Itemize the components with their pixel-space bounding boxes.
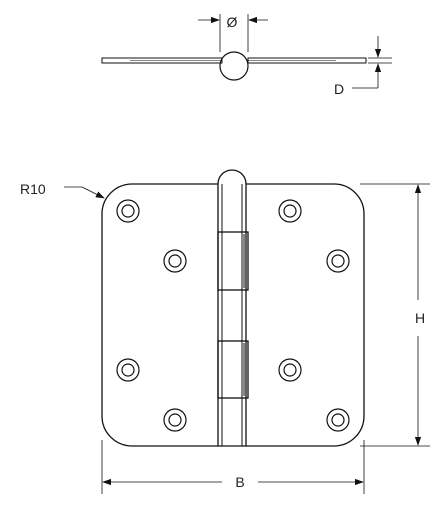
- leaf-right: [246, 183, 365, 447]
- screw-hole: [326, 249, 350, 273]
- screw-hole: [278, 199, 302, 223]
- screw-hole: [278, 358, 302, 382]
- knuckle-segment-2: [217, 340, 249, 399]
- screw-hole: [326, 408, 350, 432]
- radius-label: R10: [20, 181, 46, 197]
- height-label: H: [415, 310, 425, 326]
- front-view: R10 H B: [20, 169, 430, 494]
- screw-hole: [163, 249, 187, 273]
- screw-hole: [116, 358, 140, 382]
- knuckle-segment-1: [217, 231, 249, 291]
- depth-label: D: [334, 81, 344, 97]
- diameter-label: Ø: [227, 14, 238, 30]
- width-label: B: [235, 474, 244, 490]
- screw-hole: [163, 408, 187, 432]
- top-view: Ø D: [101, 14, 392, 97]
- hinge-pin: [217, 169, 247, 447]
- leaf-left: [101, 183, 218, 447]
- screw-hole: [116, 199, 140, 223]
- knuckle-circle: [219, 51, 249, 81]
